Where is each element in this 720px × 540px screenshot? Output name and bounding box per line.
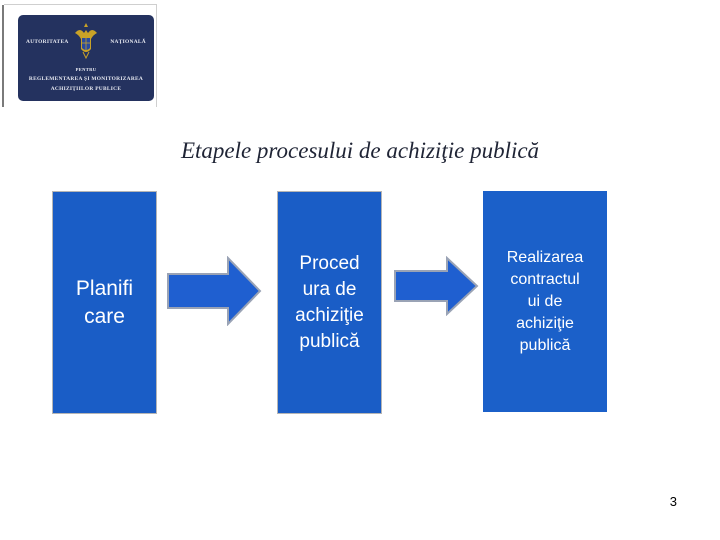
slide-title: Etapele procesului de achiziţie publică bbox=[180, 138, 540, 163]
eagle-crest-icon bbox=[75, 23, 97, 60]
logo-text-right: NAŢIONALĂ bbox=[110, 39, 146, 45]
stage-3-line: ui de bbox=[527, 292, 563, 310]
stage-3-line: Realizarea bbox=[506, 248, 584, 266]
logo-text-line4: ACHIZIŢIILOR PUBLICE bbox=[50, 86, 122, 92]
arrow-right-icon bbox=[394, 256, 479, 316]
arrow-right-icon bbox=[167, 256, 262, 326]
stage-procedure-box: Proced ura de achiziţie publică bbox=[277, 191, 382, 414]
logo-frame: AUTORITATEA NAŢIONALĂ PENTRU REGLEMENTAR… bbox=[2, 4, 157, 107]
stage-2-line: ura de bbox=[302, 278, 357, 300]
stage-contract-box: Realizarea contractul ui de achiziţie pu… bbox=[483, 191, 607, 412]
stage-3-line: achiziţie bbox=[516, 314, 574, 332]
stage-3-line: publică bbox=[519, 336, 571, 354]
authority-logo: AUTORITATEA NAŢIONALĂ PENTRU REGLEMENTAR… bbox=[18, 15, 154, 101]
stage-2-line: Proced bbox=[299, 252, 360, 274]
logo-text-pentru: PENTRU bbox=[75, 67, 97, 72]
stage-planning-box: Planifi care bbox=[52, 191, 157, 414]
stage-2-line: achiziţie bbox=[295, 304, 364, 326]
logo-text-left: AUTORITATEA bbox=[26, 39, 69, 45]
stage-2-line: publică bbox=[299, 330, 360, 352]
logo-text-line3: REGLEMENTAREA ŞI MONITORIZAREA bbox=[28, 76, 144, 82]
page-number: 3 bbox=[669, 494, 677, 509]
stage-3-line: contractul bbox=[510, 270, 580, 288]
stage-1-line: care bbox=[84, 304, 125, 328]
stage-1-line: Planifi bbox=[75, 276, 134, 300]
